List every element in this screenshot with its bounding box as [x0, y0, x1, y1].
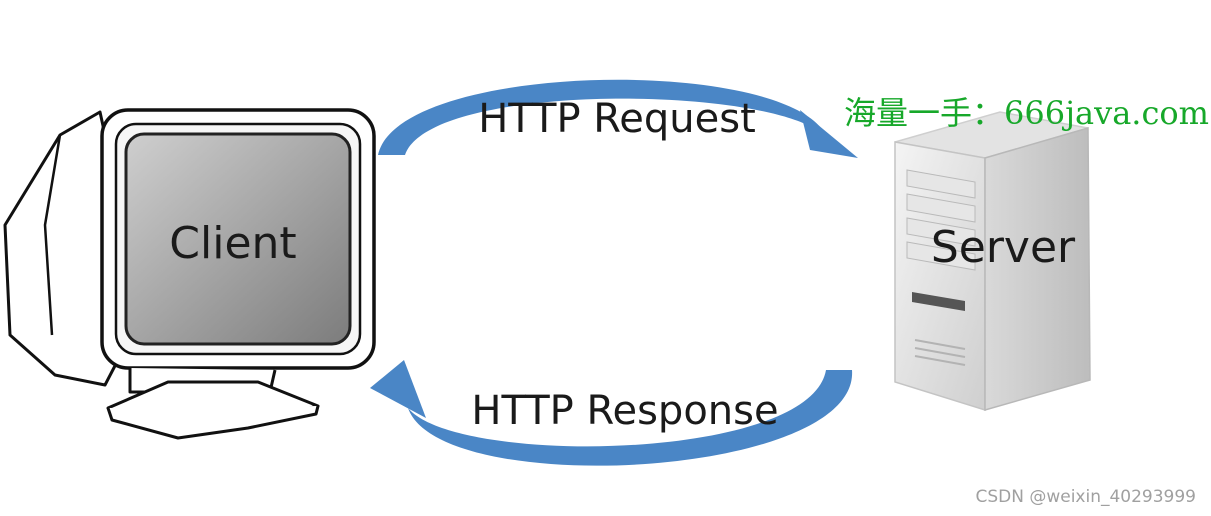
http-response-label: HTTP Response — [471, 388, 778, 434]
watermark-top: 海量一手：666java.com — [844, 94, 1209, 132]
http-request-arrow — [378, 79, 858, 158]
server-tower-icon — [894, 111, 1091, 412]
http-request-label: HTTP Request — [478, 96, 756, 142]
client-label: Client — [169, 218, 296, 269]
watermark-bottom: CSDN @weixin_40293999 — [975, 487, 1196, 507]
client-monitor-icon — [3, 108, 376, 440]
http-response-arrow — [370, 360, 853, 466]
server-label: Server — [931, 222, 1076, 273]
